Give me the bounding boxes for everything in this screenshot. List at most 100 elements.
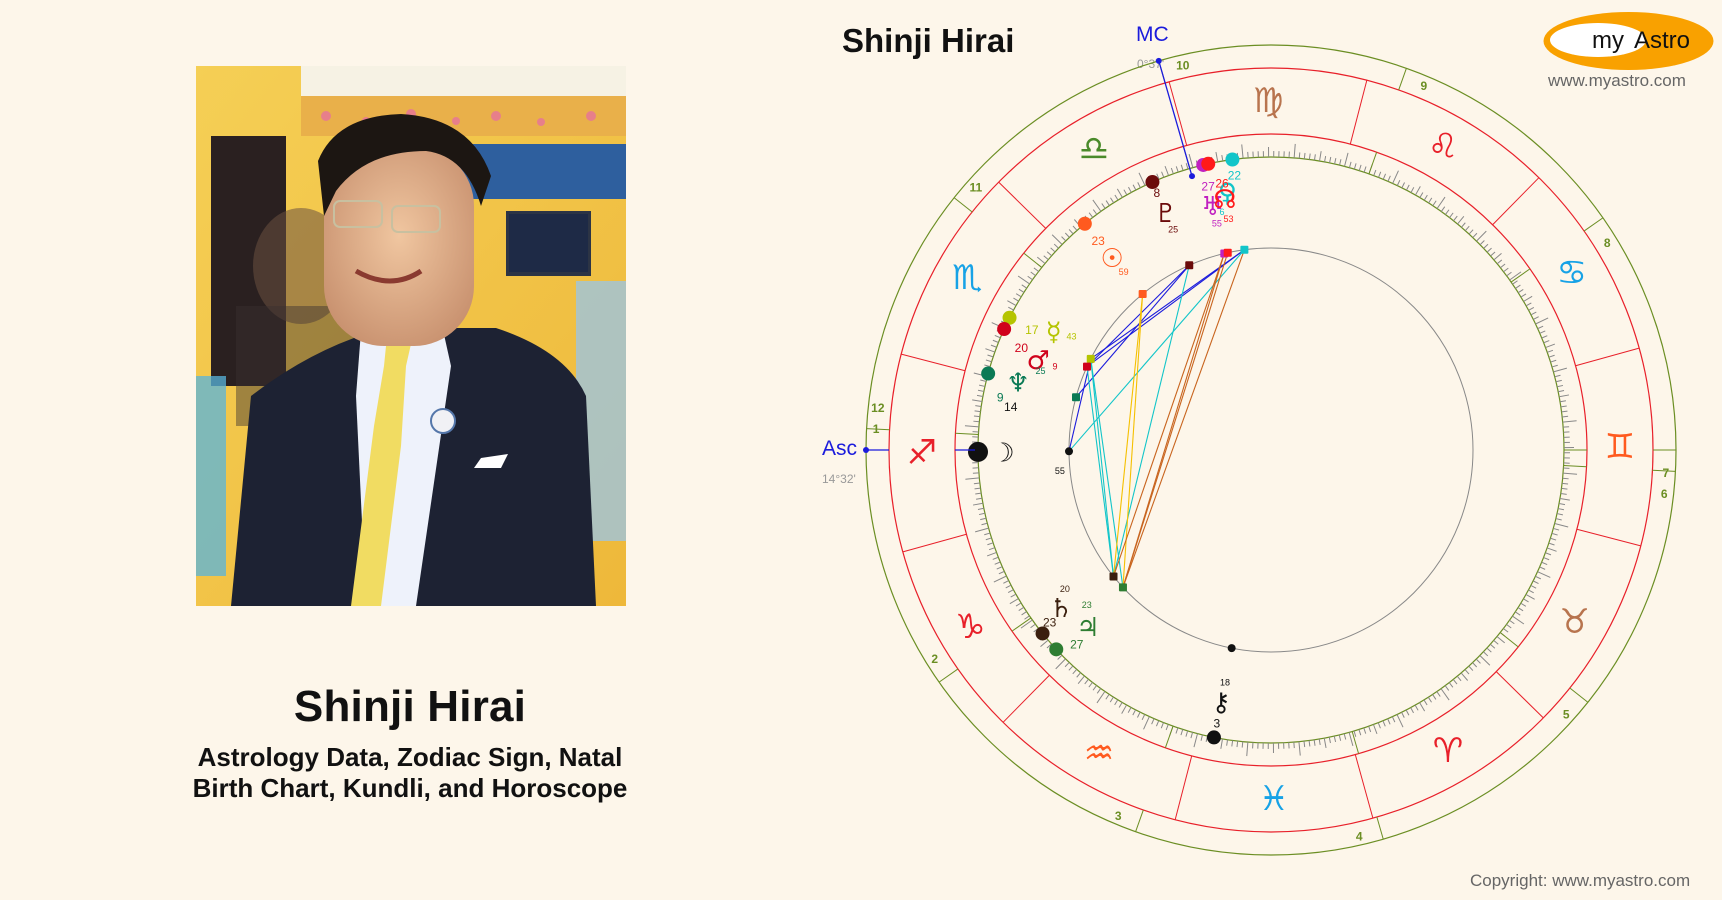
sign-leo-icon: ♌ <box>1428 126 1458 166</box>
aspect-mercury-saturn <box>1090 358 1115 577</box>
sign-boundary <box>998 181 1047 229</box>
planet-jupiter-minutes: 23 <box>1082 600 1092 610</box>
planet-chiron-icon: ⚷ <box>1212 688 1231 718</box>
sign-boundary <box>901 353 966 372</box>
planet-node-marker <box>1201 156 1216 171</box>
house-cusp-5 <box>1569 687 1589 703</box>
planet-mercury-icon: ☿ <box>1046 317 1062 347</box>
zodiac-outer-ring <box>888 67 1654 833</box>
planet-chiron-minutes: 18 <box>1220 677 1230 687</box>
photo-illustration <box>196 66 626 606</box>
sign-boundary <box>1349 80 1368 145</box>
house-number-3: 3 <box>1115 809 1122 823</box>
aspect-mars-venus <box>1086 249 1245 368</box>
planet-mars-icon: ♂ <box>1027 346 1050 376</box>
logo-text-my: my <box>1592 27 1624 54</box>
house-cusp-12 <box>866 428 890 431</box>
house-number-11: 11 <box>969 181 982 195</box>
house-number-6: 6 <box>1661 487 1668 501</box>
asc-degree: 14°32' <box>822 472 856 486</box>
planet-jupiter-marker <box>1049 642 1064 657</box>
planet-venus-minutes: 6 <box>1220 207 1225 217</box>
planet-moon-degree: 14 <box>1004 400 1018 414</box>
planet-jupiter-icon: ♃ <box>1076 613 1099 643</box>
sign-boundary <box>1495 671 1544 719</box>
aspect-moon-mercury <box>1068 358 1092 452</box>
planet-uranus-degree: 27 <box>1201 179 1215 193</box>
planet-neptune-marker <box>981 366 996 381</box>
sign-pisces-icon: ♓ <box>1259 779 1289 819</box>
subtitle-line-2: Birth Chart, Kundli, and Horoscope <box>192 773 628 803</box>
page-subtitle: Astrology Data, Zodiac Sign, Natal Birth… <box>150 742 670 804</box>
sign-taurus-icon: ♉ <box>1559 602 1589 642</box>
planet-mars-minutes: 9 <box>1052 361 1057 371</box>
planet-venus-degree: 22 <box>1228 168 1242 182</box>
sign-cancer-icon: ♋ <box>1557 253 1587 293</box>
planet-pluto-marker <box>1145 175 1160 190</box>
aspect-ring <box>1068 247 1474 653</box>
planet-venus-icon: ♀ <box>1218 179 1237 209</box>
planet-pluto-icon: ♇ <box>1154 199 1177 229</box>
subtitle-line-1: Astrology Data, Zodiac Sign, Natal <box>197 742 623 772</box>
house-cusp-11 <box>953 197 973 213</box>
planet-node-aspect-point <box>1223 248 1232 257</box>
angle-axes <box>863 57 1196 453</box>
person-name: Shinji Hirai <box>293 682 527 731</box>
house-number-8: 8 <box>1604 236 1611 250</box>
sign-aquarius-icon: ♒ <box>1084 734 1114 774</box>
house-number-4: 4 <box>1356 830 1363 844</box>
sign-sagittarius-icon: ♐ <box>907 433 937 473</box>
house-number-7: 7 <box>1663 466 1670 480</box>
aspect-uranus-saturn <box>1112 253 1225 577</box>
planet-saturn-icon: ♄ <box>1049 594 1072 624</box>
planet-neptune-aspect-point <box>1072 393 1081 402</box>
house-number-5: 5 <box>1563 707 1570 721</box>
planet-uranus-minutes: 55 <box>1212 218 1222 228</box>
planet-mercury-minutes: 43 <box>1066 332 1076 342</box>
aspect-moon-venus <box>1068 249 1245 452</box>
sign-libra-icon: ♎ <box>1079 129 1109 169</box>
sign-boundary <box>1575 347 1640 367</box>
sign-aries-icon: ♈ <box>1433 731 1463 771</box>
planet-node-degree: 26 <box>1215 176 1229 190</box>
planet-mercury-marker <box>1002 310 1017 325</box>
house-number-9: 9 <box>1420 79 1427 93</box>
copyright-text: Copyright: www.myastro.com <box>1470 871 1691 890</box>
sign-boundaries <box>901 80 1641 820</box>
planet-uranus-icon: ♅ <box>1201 192 1224 222</box>
planet-neptune-degree: 9 <box>997 391 1004 405</box>
asc-point <box>863 447 869 453</box>
planet-mars-marker <box>997 322 1012 337</box>
house-lines <box>866 60 1676 840</box>
aspect-venus-jupiter <box>1122 249 1245 588</box>
logo-text-astro: Astro <box>1634 27 1690 54</box>
chart-rings <box>865 44 1677 856</box>
aspect-uranus-jupiter <box>1122 253 1225 588</box>
aspect-mars-saturn <box>1086 366 1115 577</box>
sign-virgo-icon: ♍ <box>1253 81 1283 121</box>
aspect-node-jupiter <box>1122 252 1229 588</box>
house-cusp-4 <box>1376 816 1384 840</box>
planet-pluto-degree: 8 <box>1154 186 1161 200</box>
planet-sun-aspect-point <box>1138 290 1147 299</box>
planet-mercury-degree: 17 <box>1025 323 1039 337</box>
planet-chiron-aspect-point <box>1227 644 1236 653</box>
person-photo <box>196 66 626 606</box>
planet-venus-aspect-point <box>1240 245 1249 254</box>
aspect-neptune-pluto <box>1075 264 1190 398</box>
sign-gemini-icon: ♊ <box>1605 427 1635 467</box>
planet-moon-icon: ☽ <box>991 439 1014 469</box>
planet-chiron-degree: 3 <box>1214 717 1221 731</box>
house-cusp-9 <box>1398 68 1407 91</box>
planet-saturn-marker <box>1035 626 1050 641</box>
aspect-mercury-venus <box>1090 249 1245 360</box>
myastro-logo[interactable]: my Astro <box>1543 11 1714 71</box>
sign-boundary <box>1174 755 1193 820</box>
house-number-1: 1 <box>873 422 880 436</box>
sign-boundary <box>902 533 967 553</box>
aspect-sun-jupiter <box>1122 293 1144 588</box>
logo-url[interactable]: www.myastro.com <box>1548 71 1686 90</box>
asc-label: Asc <box>822 437 858 460</box>
planet-uranus-aspect-point <box>1220 249 1229 258</box>
